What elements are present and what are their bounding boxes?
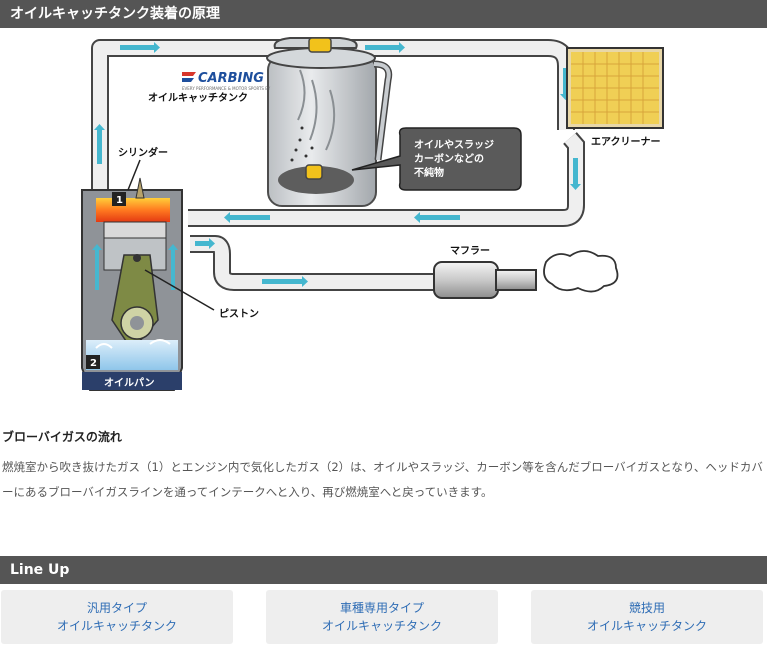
blowby-subheading: ブローバイガスの流れ bbox=[2, 430, 122, 444]
section-title: オイルキャッチタンク装着の原理 bbox=[10, 6, 220, 22]
aircleaner-label: エアクリーナー bbox=[591, 136, 661, 148]
callout-line-2: カーボンなどの bbox=[414, 152, 484, 165]
blowby-diagram: CARBING EVERY PERFORMANCE & MOTOR SPORTS… bbox=[0, 28, 767, 413]
cylinder-label: シリンダー bbox=[118, 146, 168, 159]
piston-label: ピストン bbox=[219, 308, 259, 320]
engine-block: オイルパン 1 2 bbox=[81, 177, 183, 391]
lineup-line1: 汎用タイプ bbox=[86, 601, 147, 615]
lineup-line2: オイルキャッチタンク bbox=[586, 619, 707, 633]
marker-1: 1 bbox=[116, 195, 123, 206]
lineup-competition-button[interactable]: 競技用 オイルキャッチタンク bbox=[531, 590, 763, 644]
section-header-principle: オイルキャッチタンク装着の原理 bbox=[0, 0, 767, 28]
lineup-title: Line Up bbox=[10, 562, 70, 578]
tank-label: オイルキャッチタンク bbox=[148, 92, 248, 104]
impurities-callout: オイルやスラッジ カーボンなどの 不純物 bbox=[351, 127, 522, 191]
section-header-lineup: Line Up bbox=[0, 556, 767, 584]
lineup-line2: オイルキャッチタンク bbox=[321, 619, 442, 633]
muffler-label: マフラー bbox=[450, 245, 490, 257]
callout-line-3: 不純物 bbox=[414, 166, 444, 179]
callout-line-1: オイルやスラッジ bbox=[414, 139, 494, 151]
brand-tagline: EVERY PERFORMANCE & MOTOR SPORTS BY bbox=[182, 86, 271, 91]
lineup-vehicle-specific-button[interactable]: 車種専用タイプ オイルキャッチタンク bbox=[266, 590, 498, 644]
oilpan-label: オイルパン bbox=[104, 377, 155, 389]
oil-catch-tank bbox=[266, 37, 393, 207]
carbing-logo: CARBING EVERY PERFORMANCE & MOTOR SPORTS… bbox=[182, 71, 271, 91]
flow-arrows bbox=[94, 42, 581, 287]
muffler bbox=[433, 250, 619, 299]
air-cleaner bbox=[566, 47, 664, 129]
brand-name: CARBING bbox=[198, 71, 264, 86]
lineup-line1: 車種専用タイプ bbox=[339, 601, 424, 615]
lineup-line2: オイルキャッチタンク bbox=[56, 619, 177, 633]
lineup-universal-button[interactable]: 汎用タイプ オイルキャッチタンク bbox=[1, 590, 233, 644]
lineup-line1: 競技用 bbox=[628, 601, 665, 615]
marker-2: 2 bbox=[90, 358, 97, 369]
blowby-description: 燃焼室から吹き抜けたガス（1）とエンジン内で気化したガス（2）は、オイルやスラッ… bbox=[2, 460, 763, 499]
